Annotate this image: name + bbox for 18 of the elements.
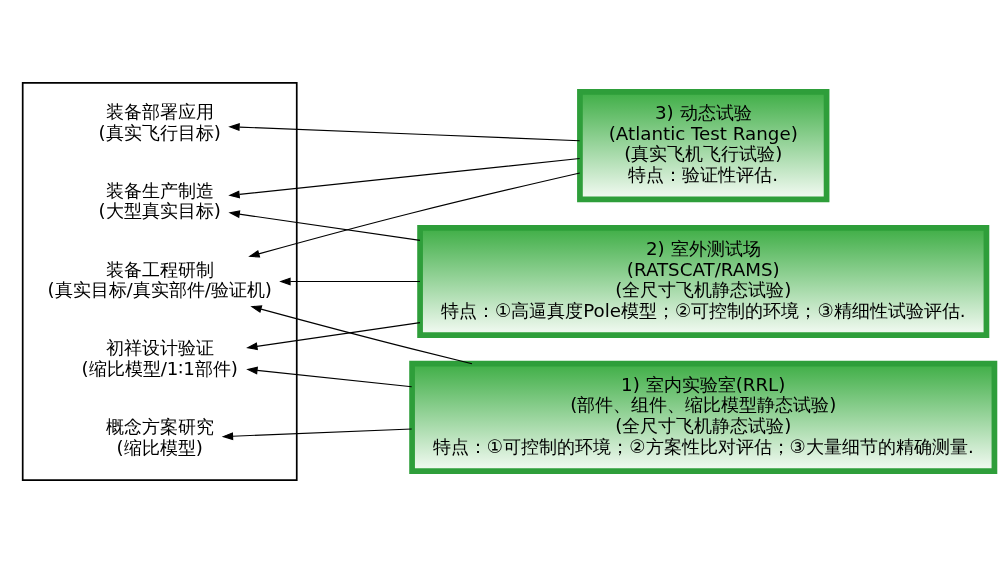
node-box: 2) 室外测试场 (RATSCAT/RAMS) (全尺寸飞机静态试验) 特点：①高逼真度Pole模型；②可控制的环境；③精细性试验评估. [416,224,989,338]
arrow [249,304,473,364]
node-text: 装备工程研制 (真实目标/真实部件/验证机) [46,258,272,300]
arrow [221,427,412,440]
node-text: 概念方案研究 (缩比模型) [105,415,214,458]
node-text: 装备部署应用 (真实飞行目标) [98,100,221,143]
arrow [245,366,412,387]
arrow [245,321,421,350]
arrow [227,157,580,198]
node-text: 装备生产制造 (大型真实目标) [98,179,221,221]
node-box: 1) 室内实验室(RRL) (部件、组件、缩比模型静态试验) (全尺寸飞机静态试验) 特点：①可控制的环境；②方案性比对评估；③大量细节的精确测量. [408,360,997,474]
node-text: 初祥设计验证 (缩比模型/1∶1部件) [81,336,238,379]
node-box: 3) 动态试验 (Atlantic Test Range) (真实飞机飞行试验) 特点：验证性评估. [576,88,829,202]
arrow [227,122,580,141]
cluster [21,81,298,481]
arrow [278,277,421,285]
arrow [227,209,421,241]
arrow [247,171,580,258]
